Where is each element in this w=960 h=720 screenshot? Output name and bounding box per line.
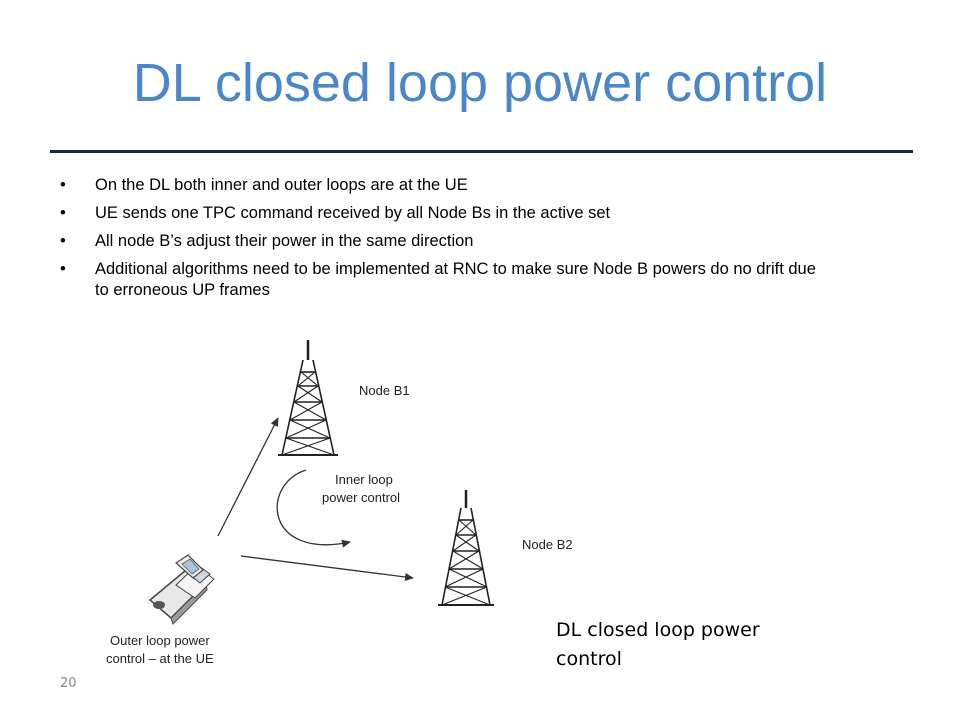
bullet-marker: •: [60, 204, 66, 222]
tower-node-b1-icon: [278, 340, 338, 456]
bullet-item: • Additional algorithms need to be implem…: [60, 259, 820, 301]
title-divider: [50, 150, 913, 153]
slide-title: DL closed loop power control: [132, 53, 828, 113]
outer-loop-label-line2: control – at the UE: [106, 651, 214, 666]
node-b1-label: Node B1: [359, 383, 410, 398]
tower-node-b2-icon: [438, 490, 494, 606]
bullet-item: • All node B’s adjust their power in the …: [60, 231, 820, 252]
bullet-marker: •: [60, 260, 66, 278]
bullet-text: On the DL both inner and outer loops are…: [95, 176, 468, 194]
uplink-arrow: [217, 417, 279, 537]
node-b2-label: Node B2: [522, 537, 573, 552]
bullet-marker: •: [60, 176, 66, 194]
mobile-phone-icon: [148, 554, 215, 625]
figure-caption: DL closed loop power control: [556, 619, 760, 670]
bullet-text: Additional algorithms need to be impleme…: [95, 260, 816, 299]
downlink-arrow: [240, 555, 414, 581]
inner-loop-label-line1: Inner loop: [335, 472, 393, 487]
bullet-marker: •: [60, 232, 66, 250]
bullet-text: All node B’s adjust their power in the s…: [95, 232, 474, 250]
inner-loop-arrow: [276, 469, 351, 548]
page-number: 20: [60, 676, 77, 691]
bullet-list: • On the DL both inner and outer loops ar…: [60, 175, 820, 308]
bullet-item: • UE sends one TPC command received by al…: [60, 203, 820, 224]
bullet-item: • On the DL both inner and outer loops ar…: [60, 175, 820, 196]
outer-loop-label-line1: Outer loop power: [110, 633, 210, 648]
bullet-text: UE sends one TPC command received by all…: [95, 204, 611, 222]
inner-loop-label-line2: power control: [322, 490, 400, 505]
